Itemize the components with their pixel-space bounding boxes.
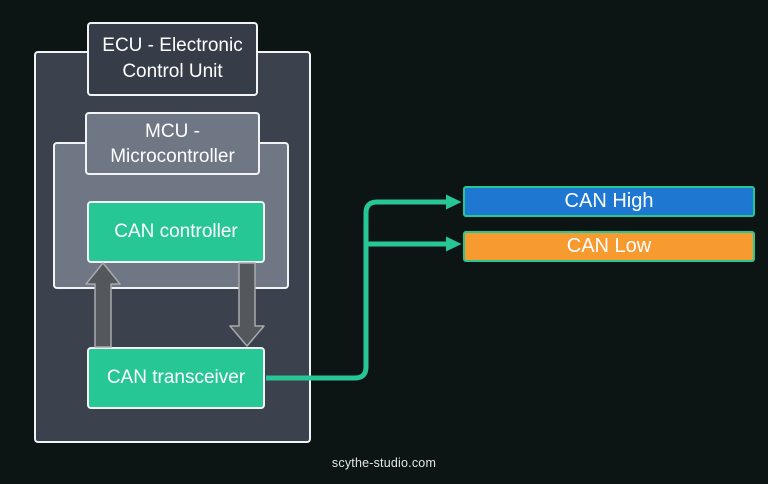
mcu-label-text: MCU - Microcontroller bbox=[110, 120, 235, 167]
can-transceiver-box: CAN transceiver bbox=[87, 347, 265, 409]
ecu-label-text: ECU - Electronic Control Unit bbox=[102, 35, 243, 82]
can-high-box: CAN High bbox=[463, 186, 755, 217]
ecu-label: ECU - Electronic Control Unit bbox=[87, 22, 258, 96]
can-controller-text: CAN controller bbox=[114, 221, 238, 242]
arrowhead-can-high-icon bbox=[446, 194, 462, 210]
can-transceiver-text: CAN transceiver bbox=[106, 367, 246, 388]
watermark: scythe-studio.com bbox=[331, 456, 437, 470]
arrowhead-can-low-icon bbox=[446, 236, 462, 252]
mcu-label: MCU - Microcontroller bbox=[85, 112, 260, 175]
can-high-text: CAN High bbox=[564, 190, 654, 212]
can-controller-box: CAN controller bbox=[87, 201, 265, 263]
can-low-text: CAN Low bbox=[566, 235, 652, 257]
can-low-box: CAN Low bbox=[463, 231, 755, 262]
